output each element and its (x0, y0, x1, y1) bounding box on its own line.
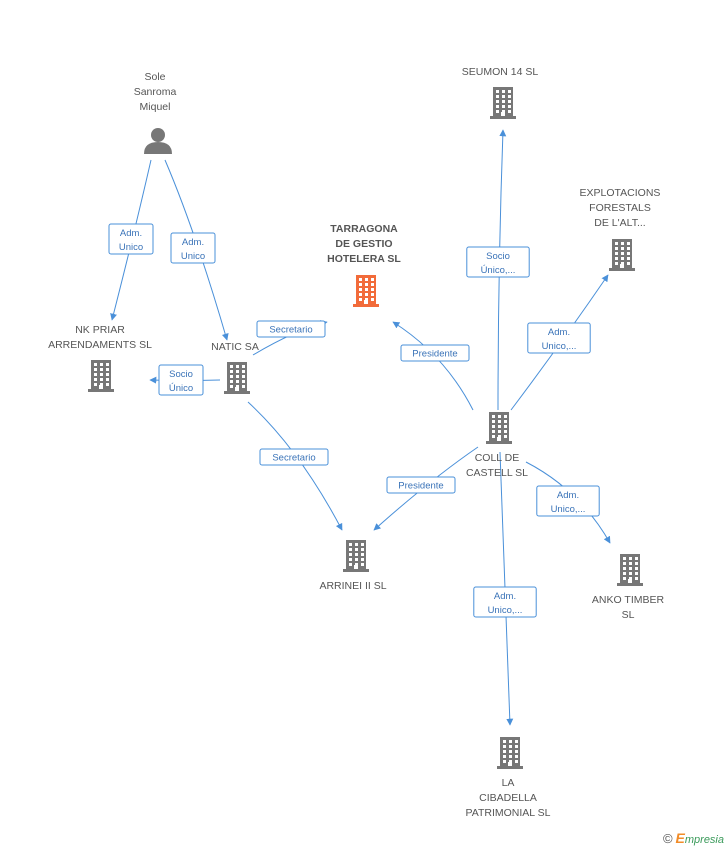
edge-label-text: Presidente (398, 481, 443, 492)
edge-label-text: Secretario (272, 453, 315, 464)
person-icon (144, 128, 172, 154)
edge-label-box (158, 364, 204, 396)
building-icon (497, 737, 523, 769)
node-label: CIBADELLA (479, 792, 537, 804)
edge-label-coll-cibadella[interactable]: Adm. Unico,... (473, 586, 537, 618)
brand-initial: E (675, 830, 685, 846)
edge-label-person-natic[interactable]: Adm. Unico (170, 232, 216, 264)
edge-label-text: Unico,... (551, 504, 586, 515)
node-label: CASTELL SL (466, 467, 528, 479)
edge-label-text: Socio (169, 369, 193, 380)
node-label: DE GESTIO (335, 238, 392, 250)
edge-label-box (473, 586, 537, 618)
edge-label-coll-seumon[interactable]: SocioÚnico,... (466, 246, 530, 278)
building-icon (490, 87, 516, 119)
node-cibadella[interactable]: LA CIBADELLA PATRIMONIAL SL (466, 737, 551, 819)
edge-label-natic-tarragona[interactable]: Secretario (256, 320, 326, 338)
edge-label-text: Adm. (494, 591, 516, 602)
edge-label-box (400, 344, 470, 362)
building-icon (609, 239, 635, 271)
edge-label-text: Secretario (269, 325, 312, 336)
edge-label-text: Único (169, 383, 193, 394)
edge-label-coll-anko[interactable]: Adm. Unico,... (536, 485, 600, 517)
node-label: SEUMON 14 SL (462, 66, 539, 78)
building-icon (486, 412, 512, 444)
edge-label-coll-arrinei[interactable]: Presidente (386, 476, 456, 494)
node-label: HOTELERA SL (327, 253, 401, 265)
edge-label-box (256, 320, 326, 338)
edge-label-text: Socio (486, 251, 510, 262)
node-label: Sole (144, 71, 165, 83)
node-anko[interactable]: ANKO TIMBER SL (592, 554, 665, 621)
node-label: DE L'ALT... (594, 217, 645, 229)
edge-label-text: Unico,... (542, 341, 577, 352)
node-label: NK PRIAR (75, 324, 125, 336)
edges-layer (110, 129, 611, 726)
building-icon (353, 275, 379, 307)
edge-label-text: Adm. (182, 237, 204, 248)
copyright-symbol: © (662, 831, 673, 846)
edge-label-box (466, 246, 530, 278)
node-label: TARRAGONA (330, 223, 398, 235)
node-label: FORESTALS (589, 202, 651, 214)
edge-label-text: Adm. (548, 327, 570, 338)
edge-label-text: Adm. (557, 490, 579, 501)
edge-coll-tarragona (392, 321, 474, 411)
node-natic[interactable]: NATIC SA (211, 341, 259, 394)
edge-label-text: Unico,... (488, 605, 523, 616)
node-label: PATRIMONIAL SL (466, 807, 551, 819)
building-icon (224, 362, 250, 394)
edge-label-box (170, 232, 216, 264)
node-label: NATIC SA (211, 341, 259, 353)
edge-label-box (536, 485, 600, 517)
edge-label-text: Adm. (120, 228, 142, 239)
node-explot[interactable]: EXPLOTACIONS FORESTALS DE L'ALT... (580, 187, 661, 271)
node-label: Miquel (140, 101, 171, 113)
edge-natic-arrinei (247, 401, 343, 531)
node-tarragona[interactable]: TARRAGONA DE GESTIO HOTELERA SL (327, 223, 401, 307)
building-icon (617, 554, 643, 586)
brand-name: mpresia (684, 834, 724, 846)
edge-label-box (108, 223, 154, 255)
empresia-watermark[interactable]: ©Empresia (663, 830, 724, 846)
node-arrinei[interactable]: ARRINEI II SL (319, 540, 387, 592)
node-label: SL (622, 609, 635, 621)
node-label: COLL DE (475, 452, 520, 464)
node-label: LA (502, 777, 515, 789)
edge-label-text: Único,... (481, 265, 516, 276)
node-seumon[interactable]: SEUMON 14 SL (462, 66, 539, 119)
building-icon (88, 360, 114, 392)
edge-label-text: Unico (119, 242, 143, 253)
edge-label-natic-arrinei[interactable]: Secretario (259, 448, 329, 466)
edge-label-person-nkpriar[interactable]: Adm. Unico (108, 223, 154, 255)
node-coll[interactable]: COLL DE CASTELL SL (466, 412, 528, 479)
building-icon (343, 540, 369, 572)
edge-label-text: Presidente (412, 349, 457, 360)
edge-label-text: Unico (181, 251, 205, 262)
edge-label-box (259, 448, 329, 466)
edge-label-coll-tarragona[interactable]: Presidente (400, 344, 470, 362)
node-label: ARRENDAMENTS SL (48, 339, 152, 351)
node-label: ANKO TIMBER (592, 594, 665, 606)
edge-label-box (386, 476, 456, 494)
node-label: ARRINEI II SL (319, 580, 386, 592)
node-label: Sanroma (134, 86, 177, 98)
edge-label-box (527, 322, 591, 354)
node-label: EXPLOTACIONS (580, 187, 661, 199)
node-nkpriar[interactable]: NK PRIAR ARRENDAMENTS SL (48, 324, 152, 392)
edge-label-coll-explot[interactable]: Adm. Unico,... (527, 322, 591, 354)
